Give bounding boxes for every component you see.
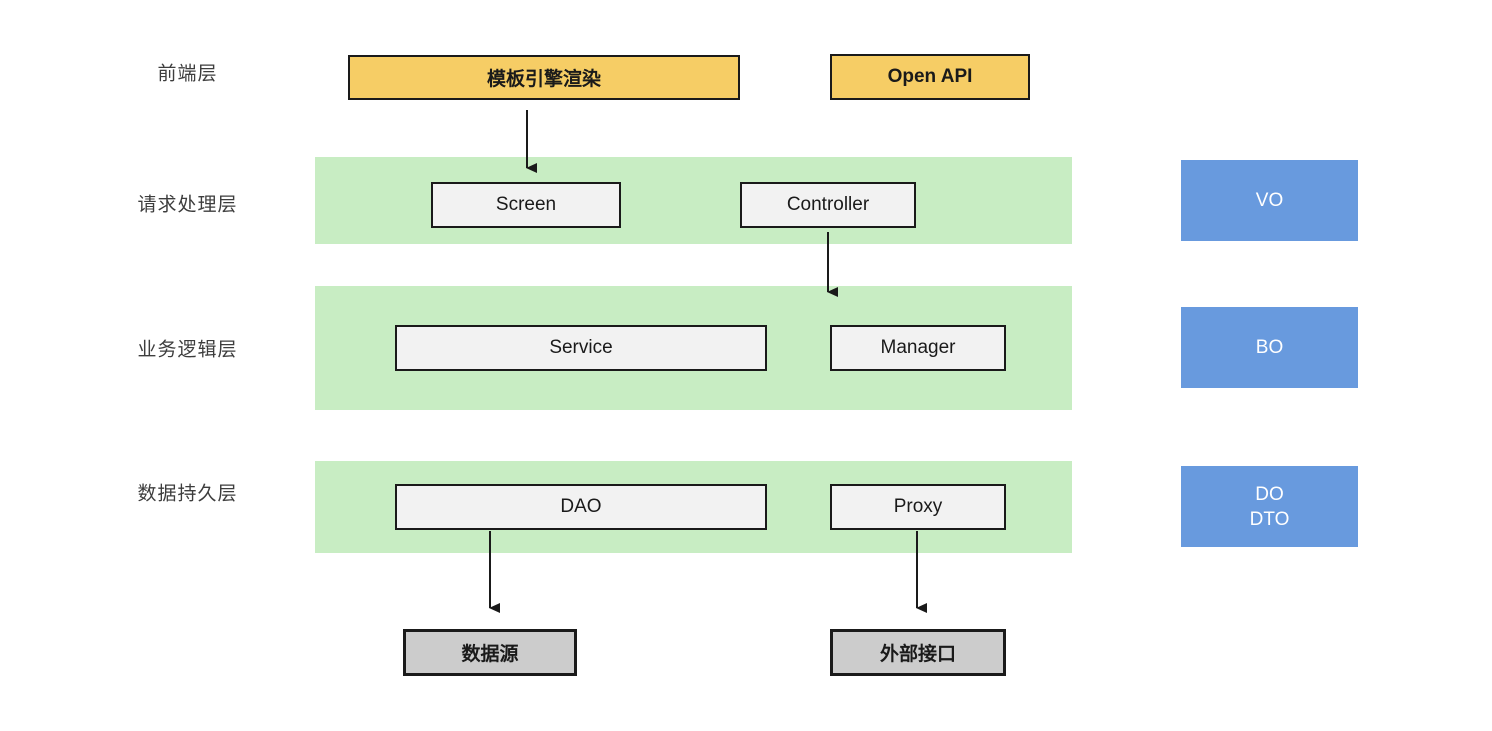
layer-label-business: 业务逻辑层 [137, 339, 238, 361]
node-template-engine: 模板引擎渲染 [348, 55, 740, 100]
node-dao: DAO [395, 484, 767, 530]
node-controller: Controller [740, 182, 916, 228]
node-do-dto-line2: DTO [1249, 508, 1290, 530]
node-manager: Manager [830, 325, 1006, 371]
node-proxy: Proxy [830, 484, 1006, 530]
node-vo: VO [1181, 160, 1358, 241]
band-request-layer [315, 157, 1072, 244]
node-external-interface: 外部接口 [830, 629, 1006, 676]
node-bo: BO [1181, 307, 1358, 388]
node-open-api: Open API [830, 54, 1030, 100]
node-do-dto-line1: DO [1255, 483, 1284, 505]
layer-label-frontend: 前端层 [157, 63, 218, 85]
node-data-source: 数据源 [403, 629, 577, 676]
node-screen: Screen [431, 182, 621, 228]
node-service: Service [395, 325, 767, 371]
layer-label-persistence: 数据持久层 [137, 483, 238, 505]
node-do-dto: DO DTO [1181, 466, 1358, 547]
layer-label-request: 请求处理层 [137, 194, 238, 216]
